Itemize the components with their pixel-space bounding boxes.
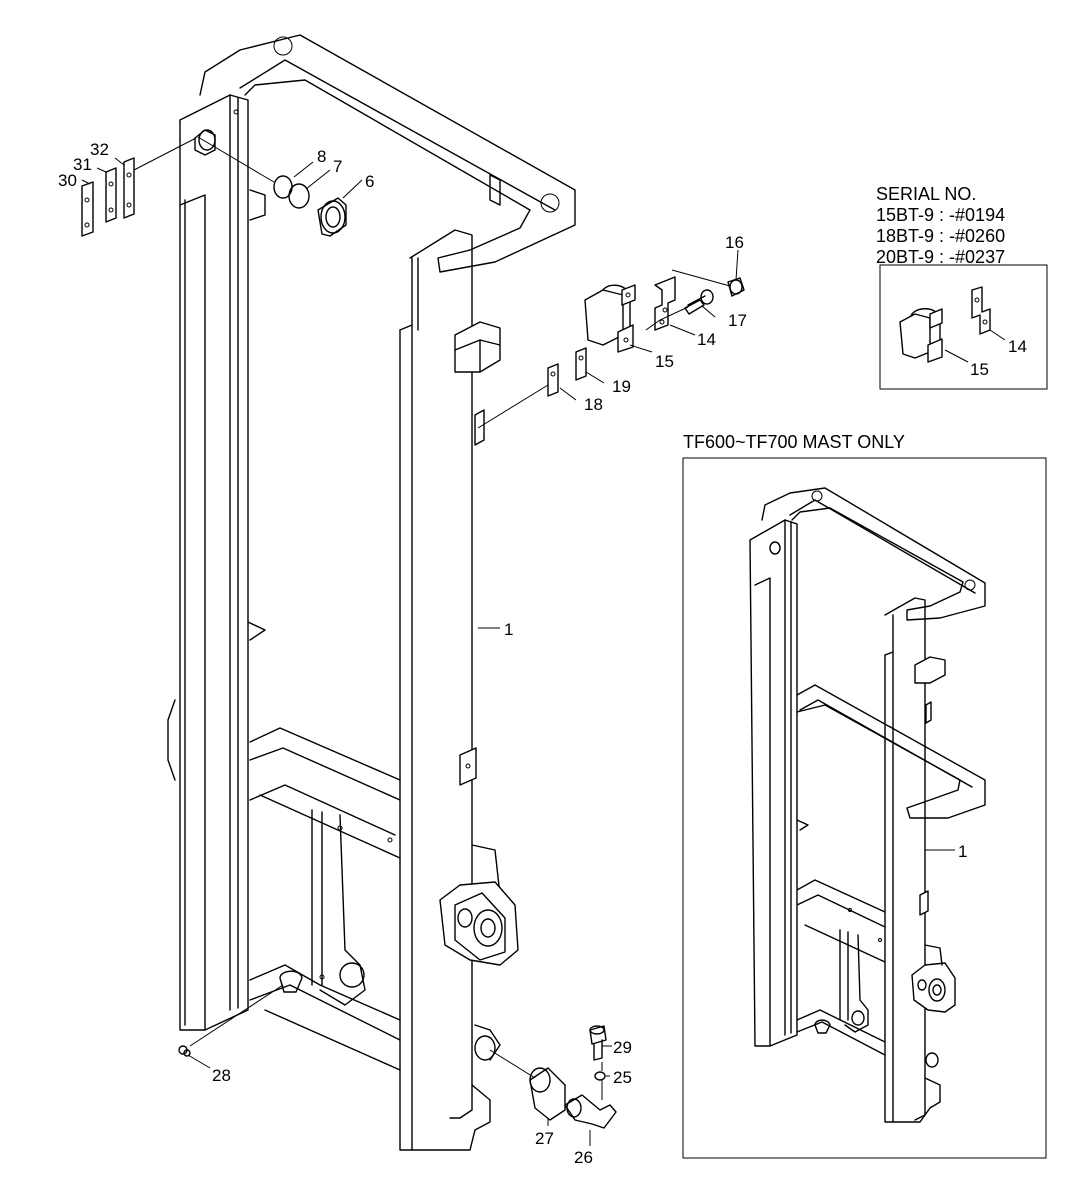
part-31-plate <box>105 167 117 223</box>
callout-29: 29 <box>613 1038 632 1057</box>
callout-6: 6 <box>365 172 374 191</box>
part-14-bracket <box>654 276 676 331</box>
callout-26: 26 <box>574 1148 593 1167</box>
serial-part-15-clamp <box>899 308 943 363</box>
part-25-washer <box>594 1071 606 1081</box>
inset-callout-1: 1 <box>958 842 967 861</box>
serial-line-2: 18BT-9 : -#0260 <box>876 226 1005 246</box>
callout-25: 25 <box>613 1068 632 1087</box>
callout-32: 32 <box>90 140 109 159</box>
serial-number-box <box>879 264 1048 390</box>
inset-mast-drawing <box>749 487 986 1123</box>
callout-14: 14 <box>697 330 716 349</box>
callout-27: 27 <box>535 1129 554 1148</box>
part-27-bushing <box>529 1067 566 1121</box>
part-32-plate <box>123 157 135 219</box>
part-30-plate <box>81 181 94 237</box>
part-26-pin <box>564 1094 617 1129</box>
serial-line-3: 20BT-9 : -#0237 <box>876 247 1005 267</box>
callout-30: 30 <box>58 171 77 190</box>
part-29-bolt <box>589 1025 607 1061</box>
callout-15: 15 <box>655 352 674 371</box>
serial-part-14-bracket <box>971 286 991 335</box>
serial-box-frame <box>879 264 1048 390</box>
callout-7: 7 <box>333 157 342 176</box>
part-28-nipple <box>178 1045 191 1057</box>
callout-labels: 1 6 7 8 14 15 16 17 18 19 25 26 27 28 29… <box>58 140 1027 1167</box>
serial-text: SERIAL NO. 15BT-9 : -#0194 18BT-9 : -#02… <box>876 184 1005 267</box>
serial-callout-14: 14 <box>1008 337 1027 356</box>
part-16-bolt <box>727 277 745 297</box>
main-parts <box>81 157 745 1129</box>
leader-lines <box>81 136 739 1146</box>
part-6-bearing <box>317 197 347 237</box>
serial-line-1: 15BT-9 : -#0194 <box>876 205 1005 225</box>
serial-callout-15: 15 <box>970 360 989 379</box>
part-17-bolt <box>684 289 714 315</box>
callout-1: 1 <box>504 620 513 639</box>
callout-8: 8 <box>317 147 326 166</box>
inset-frame <box>682 457 1047 1159</box>
outer-mast-assembly <box>167 34 576 1151</box>
callout-16: 16 <box>725 233 744 252</box>
callout-31: 31 <box>73 155 92 174</box>
callout-19: 19 <box>612 377 631 396</box>
callout-18: 18 <box>584 395 603 414</box>
part-19-plate <box>575 347 587 381</box>
part-15-clamp <box>584 284 636 353</box>
callout-28: 28 <box>212 1066 231 1085</box>
serial-heading: SERIAL NO. <box>876 184 976 204</box>
callout-17: 17 <box>728 311 747 330</box>
part-18-plate <box>547 363 559 397</box>
inset-title: TF600~TF700 MAST ONLY <box>683 432 905 452</box>
part-7-ring <box>288 183 310 209</box>
inset-box <box>682 457 1047 1159</box>
